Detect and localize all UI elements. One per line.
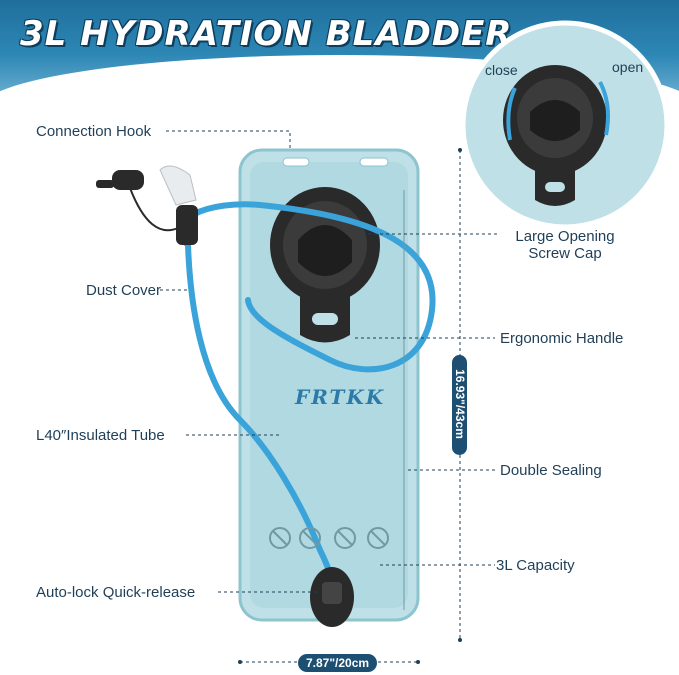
- width-dimension-label: 7.87"/20cm: [298, 654, 378, 672]
- top-slot: [359, 157, 389, 167]
- callout-insulated-tube: L40″Insulated Tube: [36, 427, 165, 444]
- quick-release-icon: [310, 567, 354, 627]
- dust-cover-icon: [112, 170, 144, 190]
- brand-label: FRTKK: [295, 385, 386, 409]
- callout-connection-hook: Connection Hook: [36, 123, 152, 140]
- leader-lines: [160, 130, 500, 593]
- inset-cap-icon: [503, 65, 607, 206]
- callout-screw-cap: Large Opening Screw Cap: [505, 228, 625, 262]
- callout-dust-cover: Dust Cover: [86, 282, 162, 299]
- callout-handle: Ergonomic Handle: [500, 330, 624, 347]
- callout-screw-cap-line2: Screw Cap: [528, 245, 602, 262]
- bite-valve-icon: [96, 165, 198, 245]
- connection-hook: [282, 157, 310, 167]
- callout-capacity: 3L Capacity: [496, 557, 575, 574]
- inset-close-label: close: [485, 62, 518, 78]
- callout-sealing: Double Sealing: [500, 462, 602, 479]
- height-dimension-label: 16.93"/43cm: [453, 369, 467, 439]
- screw-cap-icon: [270, 187, 380, 343]
- height-dimension-badge: 16.93"/43cm: [452, 355, 467, 455]
- callout-quick-release: Auto-lock Quick-release: [36, 584, 196, 601]
- inset-close-arrow: [506, 87, 517, 141]
- callout-screw-cap-line1: Large Opening: [515, 228, 615, 245]
- inset-open-label: open: [612, 59, 644, 75]
- inset-open-arrow: [598, 81, 610, 136]
- warning-icons: [269, 527, 389, 549]
- dimension-lines: [240, 150, 461, 663]
- product-title: 3L HYDRATION BLADDER: [20, 14, 513, 54]
- insulated-tube: [177, 201, 436, 583]
